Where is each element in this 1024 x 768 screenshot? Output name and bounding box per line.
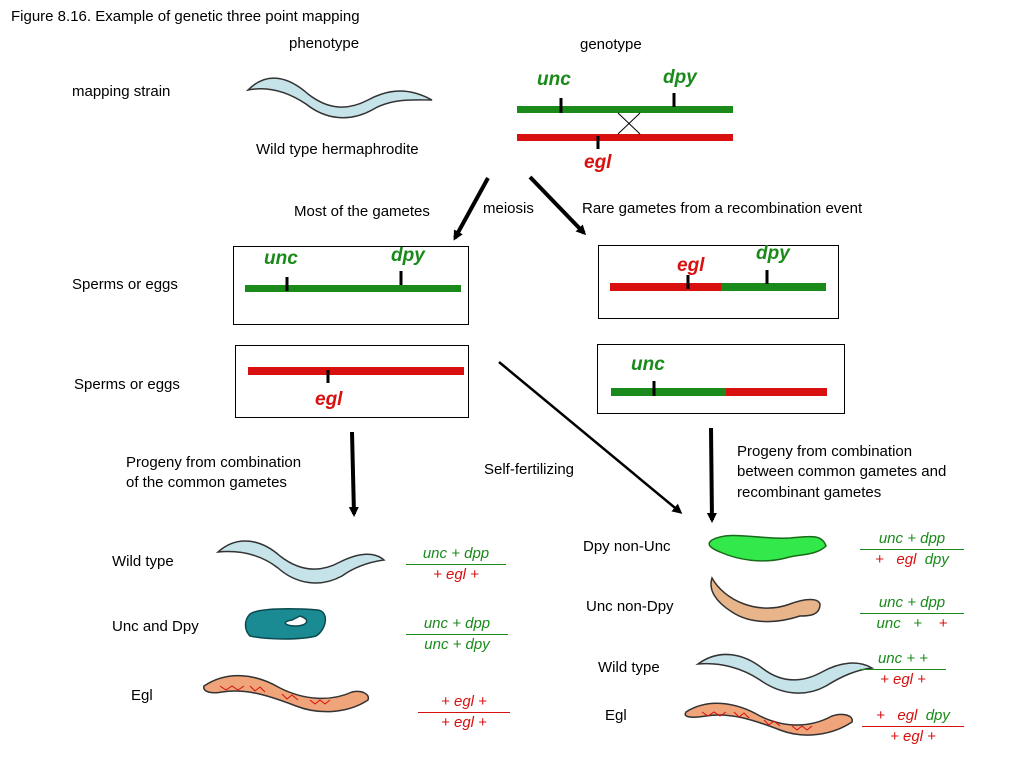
worm-egl-right — [684, 702, 853, 736]
sperms-eggs-label-1: Sperms or eggs — [72, 276, 178, 293]
worm-egl-left-pattern — [219, 685, 331, 705]
genotype-wild-type-right: unc + + + egl + — [860, 649, 946, 689]
genotype-egl-right: + egl dpy + egl + — [862, 706, 964, 746]
gene-unc-recomb: unc — [631, 354, 665, 375]
genotype-top: unc + dpp — [860, 593, 964, 614]
gene-egl-common: egl — [315, 389, 343, 410]
progeny-label-wild-type-right: Wild type — [598, 659, 660, 676]
self-fertilizing-label: Self-fertilizing — [484, 461, 575, 478]
chromosome-recomb2-red-part — [726, 388, 827, 396]
gene-dpy-parent: dpy — [663, 67, 697, 88]
genotype-bottom-green: dpy — [924, 550, 949, 568]
arrow-self-fertilizing — [498, 361, 683, 514]
arrow-recomb-progeny — [706, 427, 717, 523]
worm-dpy-non-unc — [708, 534, 827, 562]
gene-egl-recomb: egl — [677, 255, 705, 276]
gene-egl-parent: egl — [584, 152, 612, 173]
gamete-box-common-bottom — [235, 345, 469, 418]
genotype-bottom: + egl + — [890, 727, 936, 745]
arrow-common-progeny — [348, 431, 359, 517]
progeny-label-unc-dpy: Unc and Dpy — [112, 618, 199, 635]
gene-unc-parent: unc — [537, 69, 571, 90]
worm-egl-right-pattern — [701, 711, 813, 731]
meiosis-label: meiosis — [483, 200, 534, 217]
chromosome-green-parent — [517, 106, 733, 113]
genotype-bottom: unc + dpy — [424, 635, 490, 653]
arrow-to-common-gametes — [453, 177, 490, 241]
gamete-box-recomb-top — [598, 245, 839, 319]
rare-gametes-label: Rare gametes from a recombination event — [582, 200, 863, 217]
genotype-top: unc + dpp — [860, 529, 964, 550]
worm-mapping-strain — [245, 77, 433, 119]
chromosome-common-green — [245, 285, 461, 292]
progeny-label-egl-left: Egl — [131, 687, 153, 704]
sperms-eggs-label-2: Sperms or eggs — [74, 376, 180, 393]
most-gametes-label: Most of the gametes — [294, 203, 430, 220]
chromosome-recomb2-green-part — [611, 388, 726, 396]
gene-dpy-recomb: dpy — [756, 243, 790, 264]
genotype-dpy-non-unc: unc + dpp + egl dpy — [860, 529, 964, 569]
chromosome-recomb-green-part — [721, 283, 826, 291]
genotype-unc-non-dpy: unc + dpp unc + + — [860, 593, 964, 633]
phenotype-header: phenotype — [289, 35, 360, 52]
gene-dpy-common: dpy — [391, 245, 425, 266]
chromosome-common-red — [248, 367, 464, 375]
worm-unc-non-dpy — [710, 576, 821, 623]
genotype-wild-type-left: unc + dpp + egl + — [406, 544, 506, 584]
genotype-bottom-red: + — [938, 614, 948, 632]
worm-wild-type-left — [215, 540, 386, 584]
genotype-bottom: + egl + — [441, 713, 487, 731]
genotype-bottom: + egl + — [433, 565, 479, 583]
genotype-egl-left: + egl + + egl + — [418, 692, 510, 732]
genotype-bottom: + egl + — [880, 670, 926, 688]
genotype-top-green: dpy — [925, 707, 950, 724]
genotype-top: unc + dpp — [406, 544, 506, 565]
worm-egl-left — [203, 675, 370, 713]
genotype-unc-dpy: unc + dpp unc + dpy — [406, 614, 508, 654]
progeny-label-egl-right: Egl — [605, 707, 627, 724]
chromosome-recomb-red-part — [610, 283, 721, 291]
gene-unc-common: unc — [264, 248, 298, 269]
worm-unc-dpy — [244, 608, 327, 640]
genotype-top-red: + egl — [876, 707, 926, 724]
progeny-common-label-2: of the common gametes — [126, 474, 287, 491]
genotype-top: unc + dpp — [406, 614, 508, 635]
genotype-top: + egl + — [418, 692, 510, 713]
progeny-label-wild-type-left: Wild type — [112, 553, 174, 570]
progeny-recomb-label-1: Progeny from combination — [737, 443, 913, 460]
worm-wild-type-right — [695, 653, 875, 694]
genotype-bottom: + egl dpy — [860, 550, 964, 570]
genotype-bottom-red: + egl — [875, 550, 925, 568]
genotype-bottom-green: unc + — [876, 614, 939, 632]
mapping-strain-label: mapping strain — [72, 83, 171, 100]
wild-type-hermaphrodite-label: Wild type hermaphrodite — [256, 141, 419, 158]
gamete-box-recomb-bottom — [597, 344, 845, 414]
arrow-to-rare-gametes — [528, 175, 587, 236]
progeny-common-label-1: Progeny from combination — [126, 454, 302, 471]
progeny-recomb-label-2: between common gametes and — [737, 463, 947, 480]
genotype-top: unc + + — [860, 649, 946, 670]
progeny-label-unc-non-dpy: Unc non-Dpy — [586, 598, 674, 615]
progeny-label-dpy-non-unc: Dpy non-Unc — [583, 538, 671, 555]
figure-title: Figure 8.16. Example of genetic three po… — [11, 8, 360, 25]
chromosome-red-parent — [517, 134, 733, 141]
crossover-line-2 — [617, 112, 641, 135]
progeny-recomb-label-3: recombinant gametes — [737, 484, 882, 501]
genotype-bottom: unc + + — [860, 614, 964, 634]
genotype-top: + egl dpy — [862, 706, 964, 727]
genotype-header: genotype — [580, 36, 642, 53]
